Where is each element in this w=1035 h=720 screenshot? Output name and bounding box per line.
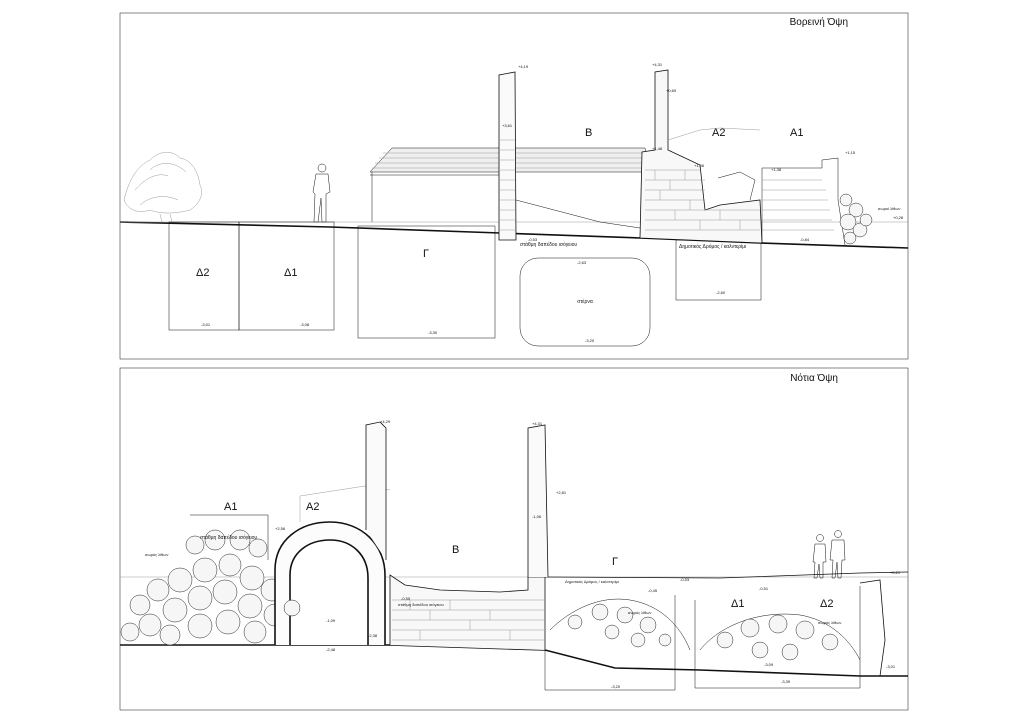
south-title: Νότια Όψη [790, 372, 838, 384]
north-label-b: Β [585, 127, 592, 139]
north-level: +4,19 [518, 64, 529, 69]
north-label-cistern: στέρνα [577, 298, 593, 305]
south-stone-pile-mid [549, 598, 691, 651]
north-level: -3,30 [428, 330, 438, 335]
south-stone-wall-b [389, 574, 546, 650]
north-frame [119, 12, 909, 360]
south-level: -3,20 [611, 684, 621, 689]
north-level: -2,60 [716, 290, 726, 295]
north-label-d1: Δ1 [284, 267, 297, 279]
south-label-road: Δημοτικός Δρόμος / καλντερίμι [565, 579, 619, 584]
north-label-d2: Δ2 [196, 267, 209, 279]
north-stone-wall-a2 [639, 69, 763, 244]
stone-pile-right [839, 193, 873, 245]
south-label-d1: Δ1 [731, 598, 744, 610]
south-label-stones-right: σωρός λίθων [818, 620, 841, 625]
south-level: +4,29 [380, 419, 391, 424]
south-level-markers: +4,29 +4,31 +2,81 +2,56 -1,06 +0,21 -0,5… [275, 419, 901, 689]
south-arch-a2 [274, 485, 391, 645]
north-label-road: Δημοτικός Δρόμος / καλντερίμι [679, 243, 746, 250]
south-underground-g [544, 595, 676, 691]
south-road-line [544, 571, 909, 579]
south-level: -3,09 [764, 662, 774, 667]
south-level: -0,55 [401, 596, 411, 601]
south-level: +2,81 [556, 490, 567, 495]
tree-drawing [123, 152, 202, 223]
south-level: -2,38 [368, 633, 378, 638]
north-title: Βορεινή Όψη [790, 16, 848, 28]
person-figure [312, 163, 331, 223]
north-label-a2: Α2 [712, 127, 725, 139]
south-label-b: Β [452, 544, 459, 556]
south-tower-a2 [365, 421, 387, 560]
south-level: -1,09 [326, 618, 336, 623]
north-elevation-panel: Βορεινή Όψη [119, 12, 909, 360]
south-frame [119, 367, 909, 711]
north-level-markers: +4,19 +4,31 +0,69 +1,15 +3,61 +1,48 +1,0… [201, 62, 904, 343]
south-level: -3,01 [886, 664, 896, 669]
south-level: -0,51 [759, 586, 769, 591]
north-level: -0,53 [528, 237, 538, 242]
north-level: +1,38 [771, 167, 782, 172]
north-level: -3,08 [300, 322, 310, 327]
north-level: -2,63 [577, 260, 587, 265]
south-stone-pile-left [120, 514, 287, 646]
south-tower-b [527, 424, 549, 578]
south-level: +4,31 [532, 421, 543, 426]
north-label-stones: σωροί λίθων [878, 206, 900, 211]
north-level: +3,61 [502, 123, 513, 128]
north-level: +1,06 [694, 163, 705, 168]
north-level: +1,15 [845, 150, 856, 155]
north-room-d1 [238, 221, 335, 331]
north-level: +4,31 [652, 62, 663, 67]
south-label-d2: Δ2 [820, 598, 833, 610]
south-level: +0,21 [890, 570, 901, 575]
south-label-floor-mid: στάθμη δαπέδου ισόγειου [398, 602, 444, 607]
south-elevation-panel: Νότια Όψη [119, 367, 909, 711]
south-label-a1: Α1 [224, 501, 237, 513]
north-level: -3,01 [201, 322, 211, 327]
north-label-g: Γ [423, 248, 429, 260]
south-label-stones-left: σωρός λίθων [145, 552, 168, 557]
north-level: -3,20 [585, 338, 595, 343]
south-level: -1,06 [532, 514, 542, 519]
south-stone-pile-right [699, 579, 886, 677]
south-label-g: Γ [612, 556, 618, 568]
south-level: -3,39 [781, 679, 791, 684]
north-level: +0,69 [666, 88, 677, 93]
north-tower-b [498, 71, 641, 241]
south-label-a2: Α2 [306, 501, 319, 513]
north-label-floor: στάθμη δαπέδου ισόγειου [520, 241, 577, 248]
people-figures [812, 530, 846, 579]
south-underground-d [694, 586, 861, 689]
north-label-a1: Α1 [790, 127, 803, 139]
north-level: -0,84 [800, 237, 810, 242]
south-level: -0,45 [648, 588, 658, 593]
south-label-stones-mid: σωρός λίθων [628, 610, 651, 615]
north-stair-section-a1 [761, 157, 873, 246]
north-level: +0,28 [893, 215, 904, 220]
north-level: +1,48 [652, 146, 663, 151]
south-level: -0,53 [680, 577, 690, 582]
north-ground-line [119, 221, 909, 249]
south-level: -2,48 [326, 647, 336, 652]
north-room-g [357, 225, 496, 339]
south-level: +2,56 [275, 526, 286, 531]
cistern-outline [519, 257, 651, 347]
south-label-floor-left: στάθμη δαπέδου ισόγειου [200, 534, 257, 541]
